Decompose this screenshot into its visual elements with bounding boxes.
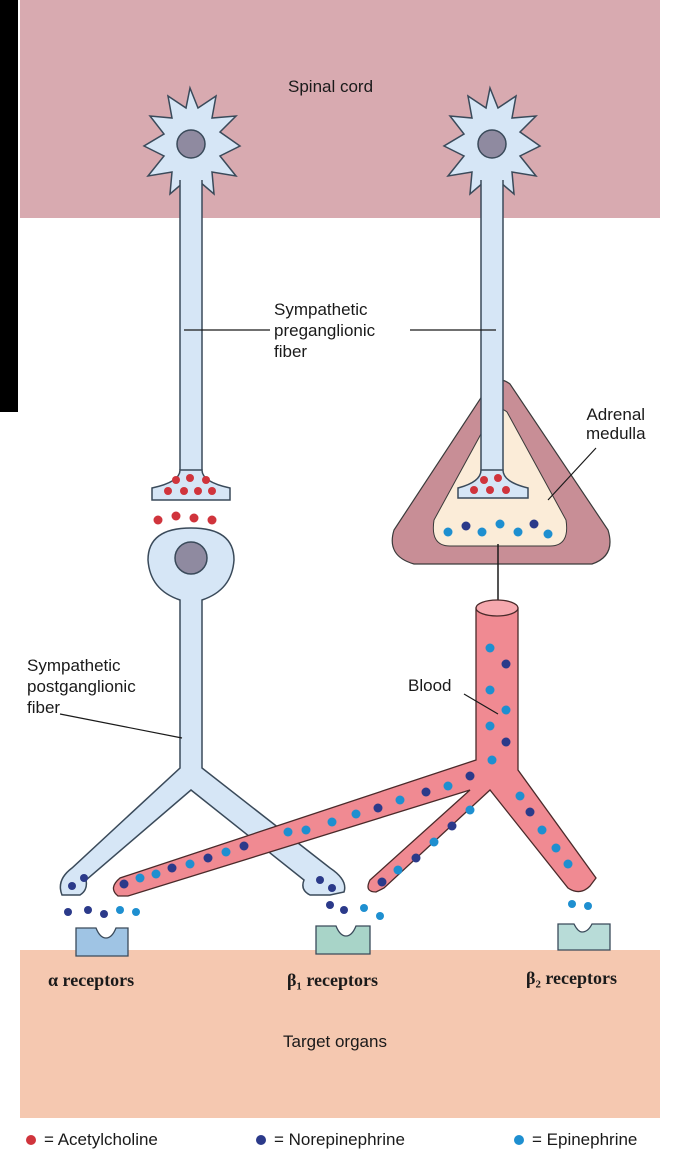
beta1-receptors-label: β₁ receptors — [287, 970, 378, 990]
epinephrine-dot — [514, 1135, 524, 1145]
beta2-receptors-label: β₂ receptors — [526, 968, 617, 988]
spinal-cord-label: Spinal cord — [288, 77, 373, 97]
left-pre-nucleus — [177, 130, 205, 158]
target-organs-label: Target organs — [283, 1032, 387, 1052]
legend-norepinephrine: = Norepinephrine — [274, 1130, 405, 1150]
beta2-receptor-shape — [558, 924, 610, 950]
blood-label: Blood — [408, 676, 451, 696]
acetylcholine-dot — [26, 1135, 36, 1145]
epinephrine-near-receptors — [116, 900, 592, 920]
preganglionic-label: Sympathetic preganglionic fiber — [274, 299, 375, 362]
preganglionic-line-2: preganglionic — [274, 320, 375, 341]
postganglionic-line-1: Sympathetic — [27, 655, 136, 676]
preganglionic-line-1: Sympathetic — [274, 299, 375, 320]
left-post-nucleus — [175, 542, 207, 574]
postganglionic-line-3: fiber — [27, 697, 136, 718]
legend-epinephrine: = Epinephrine — [532, 1130, 637, 1150]
adrenal-line-1: Adrenal — [586, 405, 646, 424]
beta1-receptor-shape — [316, 926, 370, 954]
spinal-cord-region — [20, 0, 660, 218]
alpha-receptors-label: α receptors — [48, 970, 134, 990]
preganglionic-line-3: fiber — [274, 341, 375, 362]
left-margin-bar — [0, 0, 18, 412]
norepinephrine-dot — [256, 1135, 266, 1145]
postganglionic-label: Sympathetic postganglionic fiber — [27, 655, 136, 718]
adrenal-line-2: medulla — [586, 424, 646, 443]
left-preganglionic-neuron — [144, 88, 240, 500]
right-pre-nucleus — [478, 130, 506, 158]
alpha-receptor-shape — [76, 928, 128, 956]
legend-acetylcholine: = Acetylcholine — [44, 1130, 158, 1150]
postganglionic-line-2: postganglionic — [27, 676, 136, 697]
adrenal-label: Adrenal medulla — [586, 405, 646, 443]
